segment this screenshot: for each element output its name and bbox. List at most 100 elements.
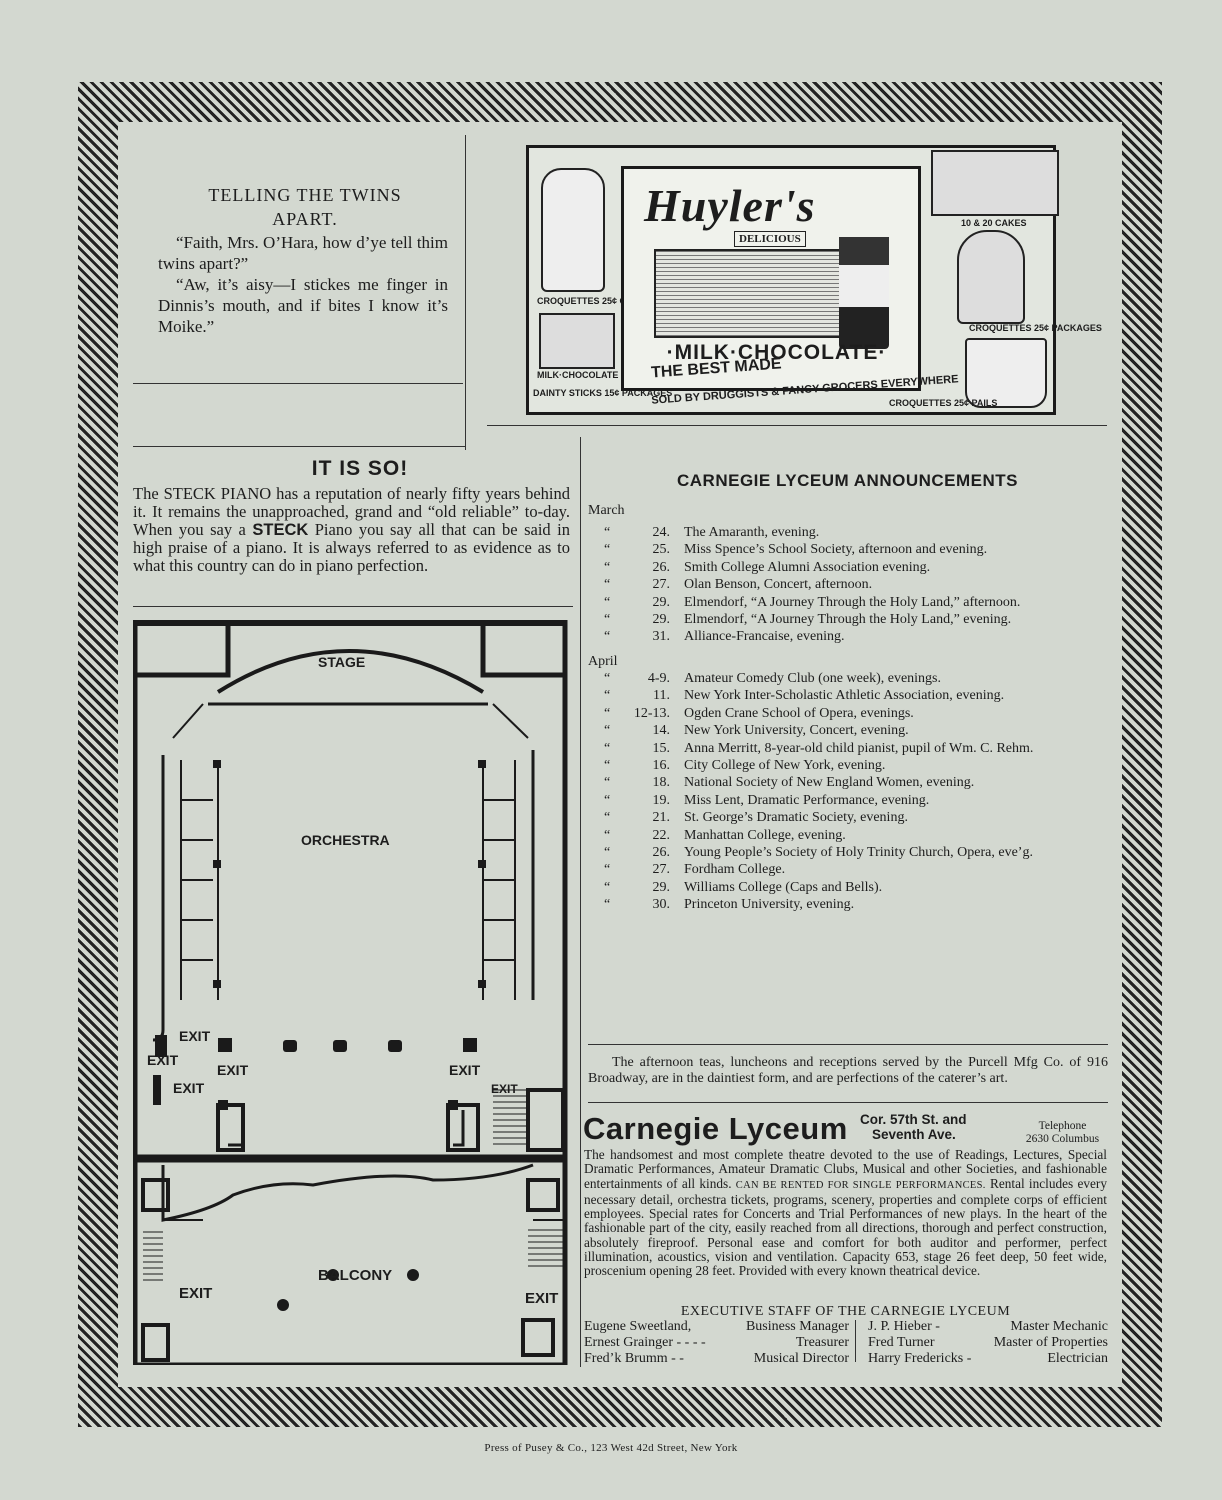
announcements-title: CARNEGIE LYCEUM ANNOUNCEMENTS (677, 471, 1018, 490)
announcement-row: “29.Elmendorf, “A Journey Through the Ho… (588, 594, 1108, 611)
exit-label: EXIT (179, 1285, 213, 1302)
announcement-text: National Society of New England Women, e… (684, 775, 975, 791)
ad-caption: CROQUETTES 25¢ PACKAGES (969, 323, 1102, 333)
ditto-mark: “ (604, 671, 611, 686)
steck-title: IT IS SO! (311, 457, 409, 480)
announcement-row: “30.Princeton University, evening. (588, 896, 1108, 913)
lyceum-title: Carnegie Lyceum (583, 1111, 848, 1146)
exit-label: EXIT (449, 1062, 481, 1078)
ditto-mark: “ (604, 897, 611, 913)
announcement-text: Young People’s Society of Holy Trinity C… (684, 845, 1033, 860)
staff-left-column: Eugene Sweetland, Business Manager Ernest… (584, 1319, 849, 1367)
announcement-text: New York Inter-Scholastic Athletic Assoc… (684, 688, 1005, 704)
announcement-text: Ogden Crane School of Opera, evenings. (684, 705, 914, 721)
announcement-text: New York University, Concert, evening. (684, 723, 909, 739)
month-april: April (588, 654, 618, 669)
staff-role: Master Mechanic (1010, 1319, 1108, 1334)
staff-name: Ernest Grainger - - - - (584, 1335, 706, 1350)
ditto-mark: “ (604, 577, 611, 593)
staff-name: Eugene Sweetland, (584, 1319, 692, 1334)
rule (588, 1044, 1108, 1045)
ditto-mark: “ (604, 594, 611, 610)
rule (133, 446, 465, 447)
announcement-date: 29. (652, 879, 671, 895)
column-rule (465, 135, 466, 450)
announcement-text: Anna Merritt, 8-year-old child pianist, … (684, 740, 1034, 756)
announcement-date: 26. (652, 845, 671, 860)
ditto-mark: “ (604, 612, 611, 627)
chocolate-pail-illustration (965, 338, 1047, 408)
staff-entry: Ernest Grainger - - - - Treasurer (584, 1335, 849, 1351)
announcement-date: 26. (652, 559, 671, 575)
announcement-row: “12-13.Ogden Crane School of Opera, even… (588, 705, 1108, 722)
ditto-mark: “ (604, 629, 611, 645)
announcement-row: “21.St. George’s Dramatic Society, eveni… (588, 809, 1108, 826)
staff-role: Business Manager (745, 1319, 849, 1334)
announcement-date: 24. (652, 525, 671, 540)
exit-label: EXIT (147, 1052, 179, 1068)
staff-entry: Fred’k Brumm - -Musical Director (584, 1351, 849, 1367)
announcement-text: Olan Benson, Concert, afternoon. (684, 577, 873, 593)
lyceum-text: Rental includes every necessary detail, … (584, 1175, 1108, 1279)
staff-name: Harry Fredericks - (868, 1351, 972, 1366)
ad-delicious: DELICIOUS (734, 231, 806, 247)
staff-right-column: J. P. Hieber -Master Mechanic Fred Turne… (868, 1319, 1108, 1367)
purcell-notice: The afternoon teas, luncheons and recept… (588, 1055, 1108, 1086)
announcement-date: 16. (652, 758, 671, 773)
orchestra-label: ORCHESTRA (301, 832, 390, 848)
announcement-text: The Amaranth, evening. (684, 525, 820, 540)
ditto-mark: “ (604, 559, 611, 575)
announcement-date: 4-9. (647, 671, 670, 686)
announcement-date: 27. (652, 862, 671, 878)
ad-caption: CROQUETTES 25¢ PAILS (889, 398, 998, 408)
balcony-label: BALCONY (318, 1267, 393, 1284)
ditto-mark: “ (604, 740, 611, 756)
staff-heading: EXECUTIVE STAFF OF THE CARNEGIE LYCEUM (680, 1304, 1011, 1319)
ad-main-card: Huyler's DELICIOUS ·MILK·CHOCOLATE· (621, 166, 921, 391)
ad-brand: Huyler's (644, 180, 816, 231)
floor-plan-drawing (132, 619, 568, 1368)
staff-role: Musical Director (753, 1351, 849, 1366)
stage-label: STAGE (318, 654, 366, 670)
ad-caption: MILK·CHOCOLATE (537, 370, 619, 380)
ditto-mark: “ (604, 688, 611, 704)
announcement-row: “29.Williams College (Caps and Bells). (588, 879, 1108, 896)
announcement-date: 27. (652, 577, 671, 593)
theatre-floor-plan: STAGE ORCHESTRA BALCONY EXIT EXIT EXIT E… (132, 619, 568, 1368)
lyceum-rental-note: CAN BE RENTED FOR SINGLE PERFORMANCES. (735, 1179, 986, 1191)
chocolate-cakes-illustration (931, 150, 1059, 216)
rule (588, 1102, 1108, 1103)
announcement-text: Elmendorf, “A Journey Through the Holy L… (684, 612, 1012, 627)
announcement-row: “ 27. Olan Benson, Concert, afternoon. (588, 576, 1108, 593)
staff-role: Master of Properties (993, 1335, 1108, 1350)
announcement-text: City College of New York, evening. (684, 758, 886, 773)
staff-role: Electrician (1047, 1351, 1108, 1366)
steck-text: Piano you say all that can be said in hi… (133, 520, 570, 575)
twins-paragraph: “Aw, it’s aisy—I stickes me finger in Di… (158, 275, 448, 336)
staff-role: Treasurer (795, 1335, 849, 1350)
announcement-date: 29. (652, 594, 671, 610)
twins-title-line2: APART. (272, 209, 338, 229)
ditto-mark: “ (604, 542, 611, 558)
rule (487, 425, 1107, 426)
chocolate-box-illustration (539, 313, 615, 369)
announcement-row: “14.New York University, Concert, evenin… (588, 722, 1108, 739)
lyceum-telephone: Telephone 2630 Columbus (1015, 1120, 1110, 1146)
ditto-mark: “ (604, 845, 611, 860)
staff-entry: Harry Fredericks - Electrician (868, 1351, 1108, 1367)
exit-label: EXIT (217, 1062, 249, 1078)
ditto-mark: “ (604, 827, 611, 843)
staff-entry: J. P. Hieber -Master Mechanic (868, 1319, 1108, 1335)
announcement-row: “11.New York Inter-Scholastic Athletic A… (588, 687, 1108, 704)
announcement-row: “22.Manhattan College, evening. (588, 827, 1108, 844)
lyceum-address: Cor. 57th St. and Seventh Ave. (860, 1112, 967, 1142)
announcement-row: “4-9.Amateur Comedy Club (one week), eve… (588, 670, 1108, 687)
announcement-row: “16.City College of New York, evening. (588, 757, 1108, 774)
column-rule (580, 437, 581, 1367)
announcement-date: 21. (652, 810, 671, 826)
ditto-mark: “ (604, 525, 611, 540)
ditto-mark: “ (604, 705, 611, 721)
announcement-text: Fordham College. (684, 862, 786, 878)
